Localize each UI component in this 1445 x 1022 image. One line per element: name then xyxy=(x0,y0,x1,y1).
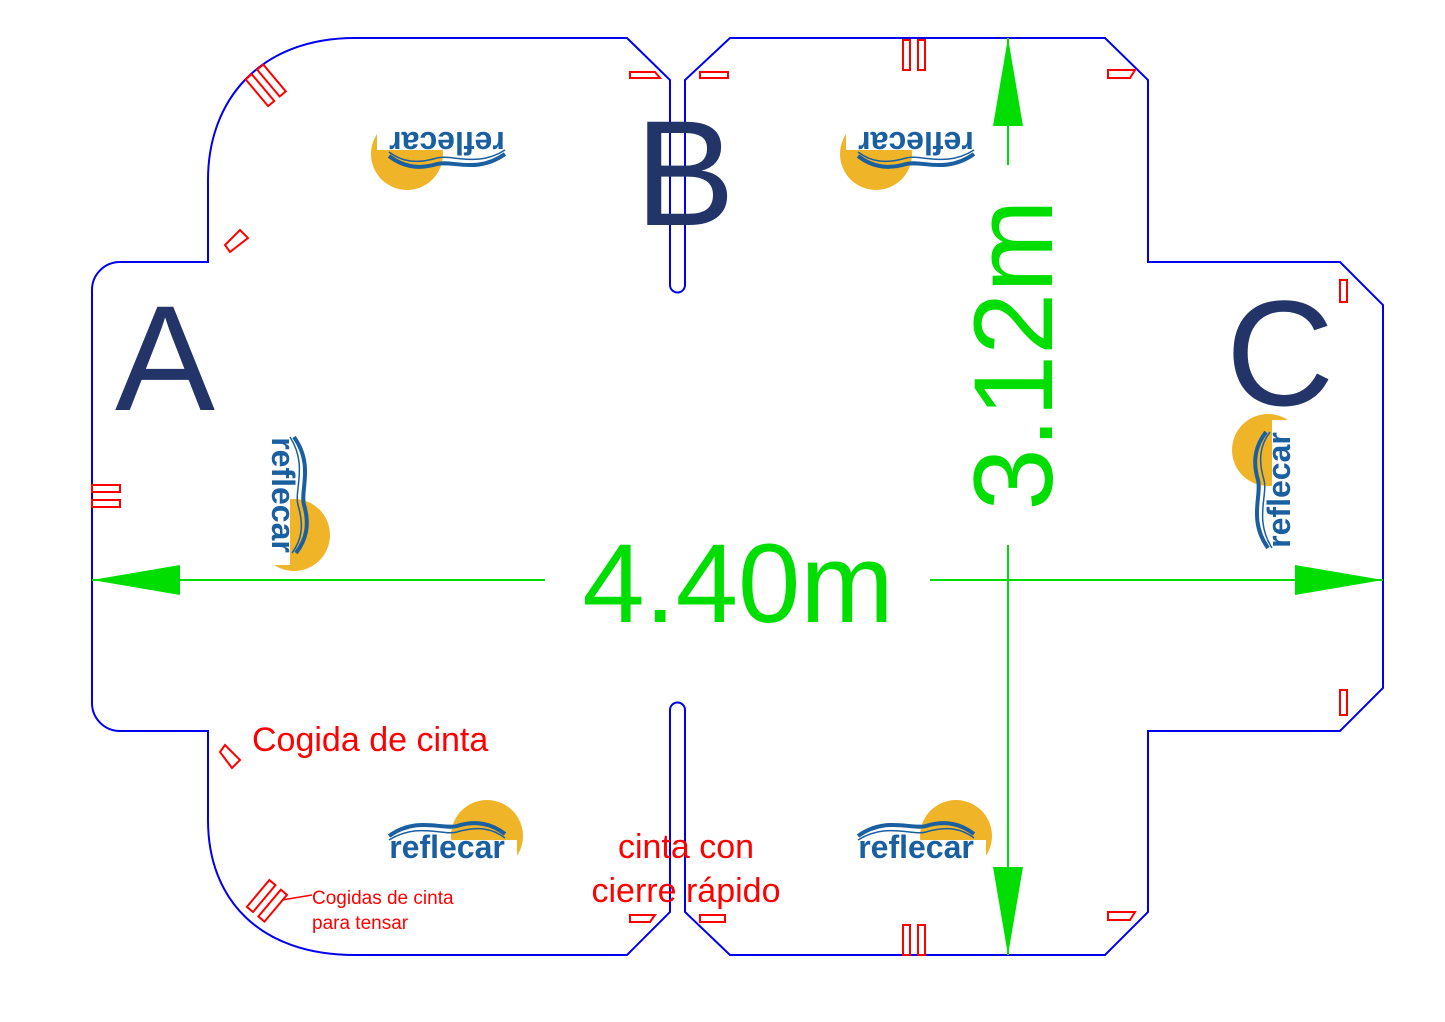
annotation-cinta-2: cierre rápido xyxy=(592,872,781,910)
annotation-cinta-1: cinta con xyxy=(618,828,754,866)
height-dimension: 3.12m xyxy=(951,38,1076,955)
height-label: 3.12m xyxy=(951,199,1076,510)
logo: reflecar xyxy=(248,423,332,573)
logo: reflecar xyxy=(1230,412,1314,562)
logo-text: reflecar xyxy=(858,125,974,161)
arrow-down-icon xyxy=(993,867,1023,955)
logo-text: reflecar xyxy=(1261,432,1297,548)
arrow-left-icon xyxy=(92,565,180,595)
panel-label-b: B xyxy=(635,89,735,257)
logo: reflecar xyxy=(844,798,994,882)
logo-text: reflecar xyxy=(265,437,301,553)
logo: reflecar xyxy=(838,108,988,192)
annotation-tensar-1: Cogidas de cinta xyxy=(312,888,454,909)
panel-label-c: C xyxy=(1226,269,1334,437)
arrow-up-icon xyxy=(993,38,1023,126)
annotation-tensar-2: para tensar xyxy=(312,913,409,934)
logo-text: reflecar xyxy=(389,829,505,865)
width-dimension: 4.40m xyxy=(92,521,1383,646)
logo-text: reflecar xyxy=(389,125,505,161)
panel-label-a: A xyxy=(115,274,215,442)
logo-text: reflecar xyxy=(858,829,974,865)
strap-markers xyxy=(91,39,1348,956)
logo: reflecar xyxy=(369,108,519,192)
logo: reflecar xyxy=(375,798,525,882)
width-label: 4.40m xyxy=(582,521,893,646)
tarp-outline xyxy=(91,37,1384,956)
arrow-right-icon xyxy=(1295,565,1383,595)
annotation-cogida: Cogida de cinta xyxy=(252,721,488,759)
